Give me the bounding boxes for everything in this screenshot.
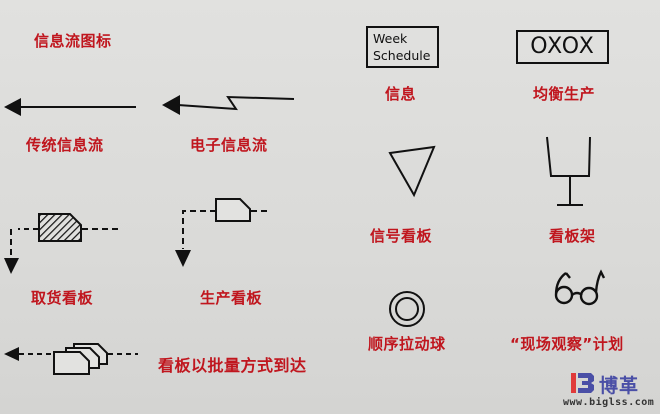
logo-mark-icon — [571, 373, 594, 393]
information-label: 信息 — [385, 85, 417, 103]
electronic-info-flow-label: 电子信息流 — [190, 136, 268, 154]
production-kanban-icon — [175, 198, 270, 267]
production-kanban-label: 生产看板 — [200, 289, 263, 307]
logo-url: www.biglss.com — [563, 397, 655, 408]
logo-name: 博革 — [599, 375, 640, 397]
information-box: Week Schedule — [366, 26, 439, 68]
withdrawal-kanban-label: 取货看板 — [31, 289, 94, 307]
sequenced-pull-ball-label: 顺序拉动球 — [368, 335, 446, 353]
load-leveling-label: 均衡生产 — [533, 85, 596, 103]
kanban-post-label: 看板架 — [549, 227, 596, 245]
go-see-label: “现场观察”计划 — [510, 335, 624, 353]
page-title: 信息流图标 — [34, 32, 112, 50]
traditional-info-flow-label: 传统信息流 — [26, 136, 104, 154]
information-box-line1: Week — [373, 31, 408, 46]
straight-arrow-left-icon — [4, 98, 136, 116]
kanban-batches-label: 看板以批量方式到达 — [158, 356, 307, 375]
load-leveling-box: OXOX — [516, 30, 609, 64]
inverted-triangle-icon — [388, 145, 436, 198]
concentric-circles-icon — [389, 291, 425, 327]
kanban-post-icon — [546, 136, 591, 206]
information-box-line2: Schedule — [373, 48, 431, 63]
zigzag-arrow-left-icon — [162, 95, 295, 115]
brand-logo: 博革 www.biglss.com — [563, 372, 658, 412]
stacked-kanban-icon — [4, 343, 138, 375]
eyeglasses-icon — [554, 269, 606, 306]
signal-kanban-label: 信号看板 — [370, 227, 433, 245]
withdrawal-kanban-icon — [4, 213, 122, 274]
